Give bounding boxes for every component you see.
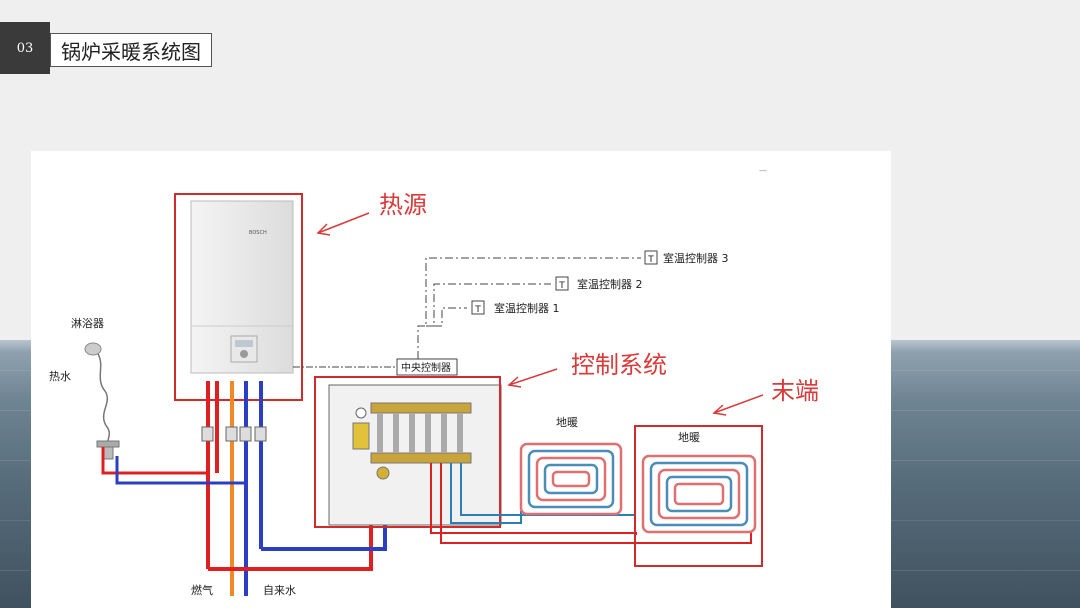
panel-mark: — <box>759 166 767 175</box>
shower-head-icon <box>84 342 120 460</box>
heat-source-label: 热源 <box>379 191 427 219</box>
thermostat-3: T 室温控制器 3 <box>644 250 729 265</box>
boiler-unit: BOSCH <box>190 200 294 374</box>
svg-text:T: T <box>474 305 481 315</box>
svg-text:T: T <box>558 281 565 291</box>
floor-heating-2-label: 地暖 <box>678 431 700 444</box>
heat-source-frame <box>174 193 303 401</box>
central-controller-box <box>396 358 458 376</box>
boiler-outlet-pipes <box>206 381 263 596</box>
section-number: 03 <box>16 40 34 56</box>
hot-water-label: 热水 <box>49 370 71 383</box>
terminal-arrow <box>712 394 764 416</box>
control-system-arrow <box>507 368 558 388</box>
diagram-panel: — BOSCH 热源 淋浴器 热水 <box>31 151 891 608</box>
gas-label: 燃气 <box>191 583 213 597</box>
control-system-frame <box>314 376 501 528</box>
central-controller-label: 中央控制器 <box>401 361 451 374</box>
heat-source-arrow <box>316 212 370 236</box>
valve-row <box>201 426 267 442</box>
boiler-heating-diagram: — BOSCH 热源 淋浴器 热水 <box>49 166 819 597</box>
shower-label: 淋浴器 <box>71 317 104 330</box>
boiler-brand: BOSCH <box>249 230 267 236</box>
terminal-frame <box>634 425 763 567</box>
thermostat-3-label: 室温控制器 3 <box>663 251 729 265</box>
manifold-unit <box>352 402 472 480</box>
thermostat-2: T 室温控制器 2 <box>555 276 643 291</box>
thermostat-2-label: 室温控制器 2 <box>577 277 643 291</box>
svg-text:T: T <box>647 255 654 265</box>
terminal-label: 末端 <box>771 377 819 405</box>
floor-heating-1-label: 地暖 <box>556 416 578 429</box>
page-title-box: 锅炉采暖系统图 <box>50 33 212 67</box>
tap-water-label: 自来水 <box>263 584 296 597</box>
floor-heating-loop-1 <box>519 442 623 516</box>
floor-heating-loop-2 <box>641 454 757 534</box>
thermostat-wires <box>417 257 641 359</box>
control-system-label: 控制系统 <box>571 351 667 379</box>
section-number-badge: 03 <box>0 22 50 74</box>
page-title: 锅炉采暖系统图 <box>61 39 201 64</box>
shower-pipes <box>101 447 246 485</box>
thermostat-1-label: 室温控制器 1 <box>494 301 560 315</box>
thermostat-1: T 室温控制器 1 <box>471 300 560 315</box>
